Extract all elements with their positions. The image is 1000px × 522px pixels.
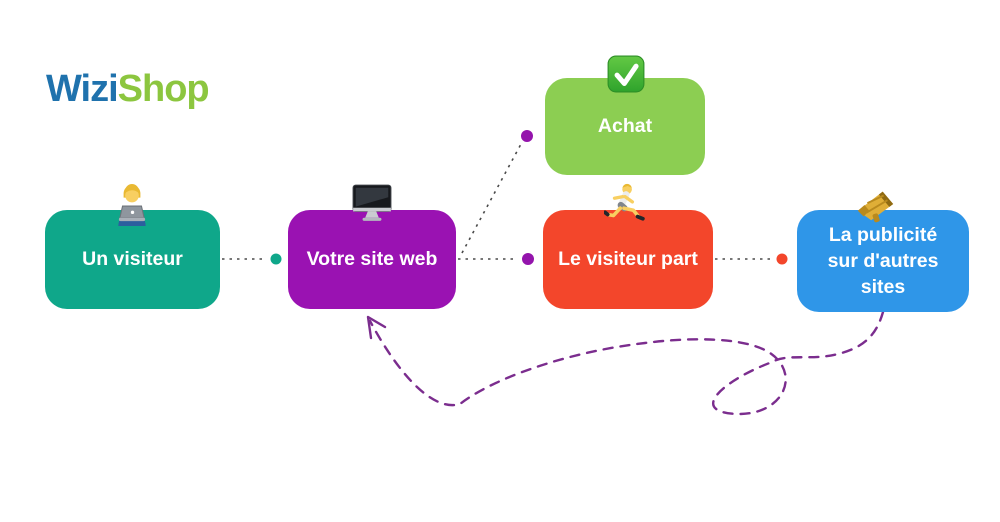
- dot-website-purchase: [521, 130, 533, 142]
- node-visitor-label: Un visiteur: [82, 248, 183, 271]
- wizishop-logo: WiziShop: [46, 68, 210, 110]
- node-visitor: Un visiteur: [45, 210, 220, 309]
- dot-website-leave: [522, 253, 534, 265]
- return-arrow-curve: [368, 310, 885, 416]
- connector-website-purchase: [461, 143, 522, 254]
- node-purchase: Achat: [545, 78, 705, 175]
- return-arrow-head: [366, 315, 387, 340]
- dot-visitor-website: [270, 253, 282, 265]
- node-website-label: Votre site web: [306, 248, 438, 271]
- node-purchase-label: Achat: [597, 115, 653, 138]
- node-leave-label: Le visiteur part: [558, 248, 698, 271]
- node-ads: La publicité sur d'autres sites: [797, 210, 969, 312]
- node-leave: Le visiteur part: [543, 210, 713, 309]
- node-website: Votre site web: [288, 210, 456, 309]
- logo-part-wizi: Wizi: [46, 68, 119, 110]
- logo-part-shop: Shop: [117, 68, 210, 110]
- node-ads-label: La publicité sur d'autres sites: [827, 223, 939, 299]
- dot-leave-ads: [776, 253, 788, 265]
